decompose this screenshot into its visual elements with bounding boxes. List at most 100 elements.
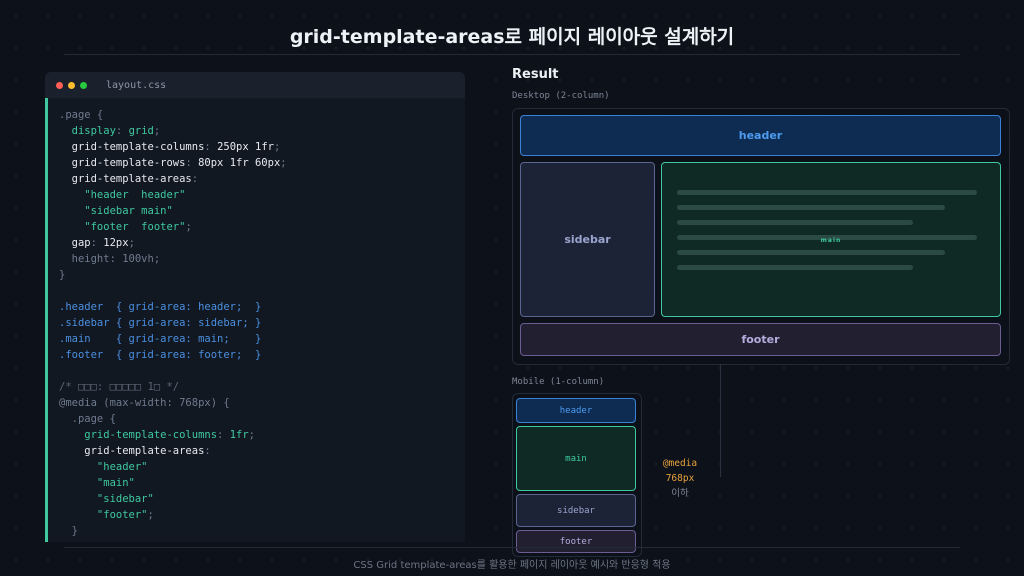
code-line: "sidebar main"	[59, 203, 465, 219]
code-line: height: 100vh;	[59, 251, 465, 267]
footer-divider	[64, 547, 960, 548]
code-token: display	[59, 125, 116, 137]
code-line: "footer footer";	[59, 219, 465, 235]
code-token: 1fr	[229, 429, 249, 441]
footer-caption: CSS Grid template-areas를 활용한 페이지 레이아웃 예시…	[353, 560, 671, 571]
code-token: ;	[153, 125, 161, 137]
code-token: :	[204, 141, 218, 153]
media-note-width: 768px	[665, 473, 695, 484]
code-token: @media (max-width: 768px) {	[59, 397, 230, 409]
code-line: grid-template-rows: 80px 1fr 60px;	[59, 155, 465, 171]
code-line: .main { grid-area: main; }	[59, 331, 465, 347]
code-line: .page {	[59, 107, 465, 123]
code-token: ;	[147, 509, 154, 521]
placeholder-line	[677, 265, 913, 270]
code-line: .sidebar { grid-area: sidebar; }	[59, 315, 465, 331]
code-token: "header"	[59, 461, 148, 473]
code-line: "header header"	[59, 187, 465, 203]
code-line: }	[59, 267, 465, 283]
page-title: grid-template-areas로 페이지 레이아웃 설계하기	[289, 26, 735, 48]
code-line	[59, 363, 465, 379]
code-line: gap: 12px;	[59, 235, 465, 251]
desktop-label: Desktop (2-column)	[512, 91, 610, 101]
window-close-dot[interactable]	[56, 81, 63, 89]
code-token: grid-template-rows	[59, 157, 186, 169]
code-token: 80px 1fr 60px	[198, 157, 281, 169]
code-token: :	[204, 445, 211, 457]
code-token: "header header"	[59, 189, 186, 201]
code-token: ;	[273, 141, 281, 153]
placeholder-line	[677, 250, 945, 255]
code-token: :	[90, 237, 104, 249]
placeholder-line	[677, 235, 977, 240]
code-token: grid-template-areas	[59, 173, 192, 185]
code-line: .page {	[59, 411, 465, 427]
code-token: "sidebar"	[59, 493, 154, 505]
code-line	[59, 283, 465, 299]
code-token: :	[185, 157, 199, 169]
code-token: "footer footer"	[59, 221, 186, 233]
breakpoint-connector	[720, 364, 721, 477]
code-line: .header { grid-area: header; }	[59, 299, 465, 315]
code-token: /* □□□: □□□□□ 1□ */	[59, 381, 180, 393]
desktop-footer-area: footer	[520, 323, 1001, 356]
desktop-main-label: main	[820, 237, 842, 244]
code-token: :	[115, 125, 129, 137]
code-line: "footer";	[59, 507, 465, 523]
code-token: grid-template-columns	[59, 429, 218, 441]
file-name-tab[interactable]: layout.css	[106, 79, 167, 91]
code-token: grid-template-areas	[59, 445, 205, 457]
code-token: .footer { grid-area: footer; }	[59, 349, 262, 361]
code-line: "header"	[59, 459, 465, 475]
result-heading: Result	[512, 67, 559, 82]
placeholder-line	[677, 190, 977, 195]
media-query-note: @media 768px 이하	[650, 456, 710, 501]
code-token: }	[59, 525, 78, 537]
code-token: 250px 1fr	[217, 141, 274, 153]
media-note-keyword: @media	[662, 458, 698, 469]
code-token: ;	[248, 429, 255, 441]
code-token: .main { grid-area: main; }	[59, 333, 262, 345]
code-line: "sidebar"	[59, 491, 465, 507]
code-line: /* □□□: □□□□□ 1□ */	[59, 379, 465, 395]
code-line: grid-template-columns: 250px 1fr;	[59, 139, 465, 155]
code-line: grid-template-columns: 1fr;	[59, 427, 465, 443]
code-token: .page {	[59, 413, 116, 425]
code-token: gap	[59, 237, 91, 249]
editor-title-bar: layout.css	[45, 72, 465, 98]
mobile-sidebar-area: sidebar	[516, 494, 636, 527]
code-token: .sidebar { grid-area: sidebar; }	[59, 317, 262, 329]
code-line: @media (max-width: 768px) {	[59, 395, 465, 411]
desktop-main-area: main	[661, 162, 1001, 317]
code-token: grid	[128, 125, 154, 137]
code-token: :	[191, 173, 199, 185]
code-token: "main"	[59, 477, 135, 489]
placeholder-line	[677, 205, 945, 210]
mobile-footer-area: footer	[516, 530, 636, 553]
code-body: .page { display: grid; grid-template-col…	[45, 98, 465, 542]
window-minimize-dot[interactable]	[68, 81, 75, 89]
window-maximize-dot[interactable]	[80, 81, 87, 89]
code-line: grid-template-areas:	[59, 443, 465, 459]
placeholder-line	[677, 220, 913, 225]
code-token: 12px	[103, 237, 129, 249]
code-token: .header { grid-area: header; }	[59, 301, 262, 313]
code-token: grid-template-columns	[59, 141, 205, 153]
code-line: grid-template-areas:	[59, 171, 465, 187]
code-token: height: 100vh;	[59, 253, 161, 265]
mobile-header-area: header	[516, 398, 636, 423]
code-token: ;	[128, 237, 135, 249]
code-token: :	[217, 429, 230, 441]
code-content: .page { display: grid; grid-template-col…	[48, 98, 465, 539]
mobile-label: Mobile (1-column)	[512, 377, 605, 387]
code-line: display: grid;	[59, 123, 465, 139]
code-line: }	[59, 523, 465, 539]
code-line: .footer { grid-area: footer; }	[59, 347, 465, 363]
code-editor: layout.css .page { display: grid; grid-t…	[45, 72, 465, 542]
code-token: }	[59, 269, 66, 281]
code-line: "main"	[59, 475, 465, 491]
desktop-sidebar-area: sidebar	[520, 162, 655, 317]
media-note-condition: 이하	[671, 488, 689, 499]
code-token: ;	[185, 221, 192, 233]
code-token: .page {	[59, 109, 104, 121]
